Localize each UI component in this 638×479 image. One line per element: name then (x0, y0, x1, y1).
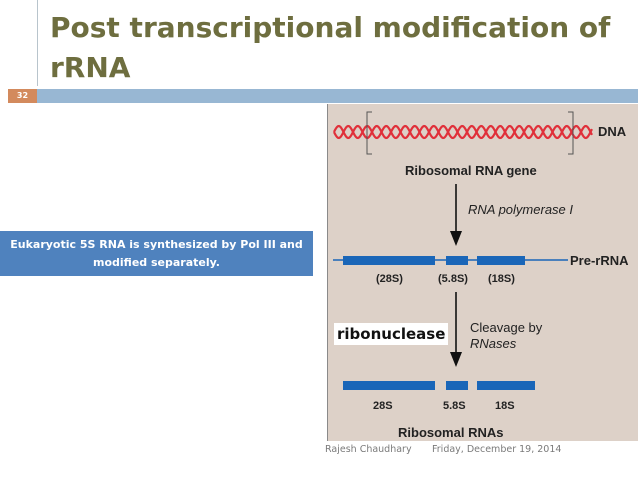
ribonuclease-label: ribonuclease (334, 323, 449, 345)
final-18s-bar (477, 381, 535, 390)
pre-rrna-58s-bar (446, 256, 468, 265)
title-bar (37, 89, 638, 103)
dna-label: DNA (598, 124, 627, 139)
final-label: Ribosomal RNAs (398, 425, 503, 440)
slide-title: Post transcriptional modification of rRN… (50, 11, 611, 84)
pre-segment-28s: (28S) (376, 273, 403, 285)
pre-segment-58s: (5.8S) (438, 273, 468, 285)
dna-strand-1 (333, 124, 593, 140)
final-28s-bar (343, 381, 435, 390)
cleavage-arrowhead (450, 352, 462, 367)
final-segment-28s: 28S (373, 400, 393, 412)
rrna-processing-figure: DNA Ribosomal RNA gene RNA polymerase I … (327, 104, 638, 441)
slide-number: 32 (8, 89, 37, 103)
gene-bracket-left (366, 111, 372, 155)
dna-strand-2 (333, 124, 593, 140)
final-segment-58s: 5.8S (443, 400, 466, 412)
gene-label: Ribosomal RNA gene (405, 163, 537, 178)
gene-bracket-right (568, 111, 574, 155)
transcription-arrowhead (450, 231, 462, 246)
callout-box: Eukaryotic 5S RNA is synthesized by Pol … (0, 231, 313, 276)
rrna-diagram: DNA Ribosomal RNA gene RNA polymerase I … (333, 111, 629, 440)
cleavage-label-line1: Cleavage by (470, 320, 543, 335)
final-58s-bar (446, 381, 468, 390)
dna-helix (333, 124, 593, 140)
polymerase-label: RNA polymerase I (468, 202, 573, 217)
pre-rrna-28s-bar (343, 256, 435, 265)
title-divider-line (37, 0, 38, 86)
pre-rrna-18s-bar (477, 256, 525, 265)
cleavage-label-line2: RNases (470, 336, 517, 351)
final-segment-18s: 18S (495, 400, 515, 412)
footer-author: Rajesh Chaudhary (325, 444, 412, 455)
pre-segment-18s: (18S) (488, 273, 515, 285)
footer-date: Friday, December 19, 2014 (432, 444, 562, 455)
pre-rrna-label: Pre-rRNA (570, 253, 629, 268)
